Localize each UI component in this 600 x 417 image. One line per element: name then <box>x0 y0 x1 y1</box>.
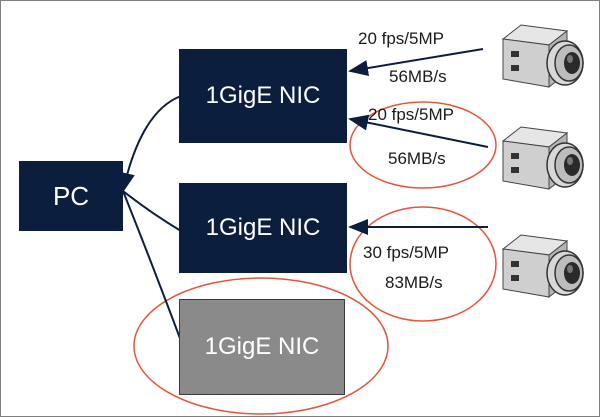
nic-node-2: 1GigE NIC <box>179 183 347 273</box>
line-camera1-nic1 <box>348 48 484 76</box>
link-1-bandwidth: 56MB/s <box>389 67 447 86</box>
nic-node-3-unused: 1GigE NIC <box>179 299 345 395</box>
highlight-ellipse-link-3 <box>349 206 497 322</box>
nic-node-1: 1GigE NIC <box>179 49 347 143</box>
line-pc-nic2 <box>122 190 182 232</box>
highlight-ellipse-link-2 <box>349 101 497 189</box>
pc-node: PC <box>19 161 123 231</box>
link-1-rate: 20 fps/5MP <box>358 29 444 48</box>
highlight-ellipse-unused-nic <box>133 277 389 415</box>
industrial-camera-icon <box>501 126 584 191</box>
link-3-rate: 30 fps/5MP <box>363 243 449 262</box>
link-3-bandwidth: 83MB/s <box>385 273 443 292</box>
link-2-bandwidth: 56MB/s <box>388 149 446 168</box>
industrial-camera-icon <box>501 234 584 299</box>
link-2-rate: 20 fps/5MP <box>368 105 454 124</box>
industrial-camera-icon <box>501 24 584 89</box>
line-camera2-nic1 <box>348 114 489 148</box>
line-pc-nic3 <box>122 190 182 342</box>
line-pc-nic1 <box>119 95 182 193</box>
